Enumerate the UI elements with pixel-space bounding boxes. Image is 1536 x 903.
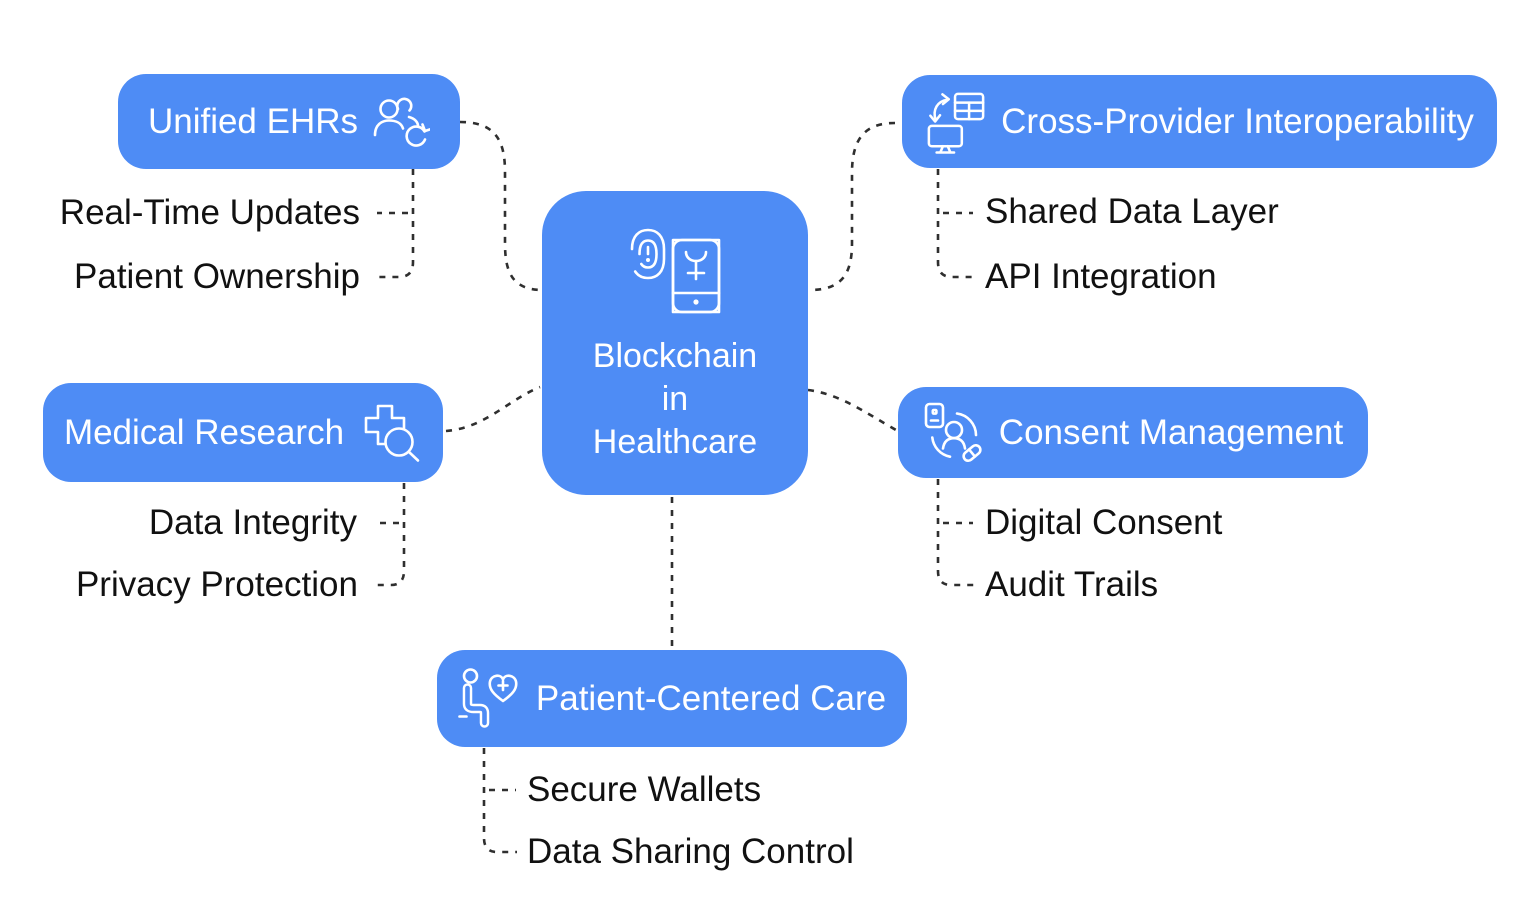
child-label-patient-ownership: Patient Ownership	[74, 257, 360, 296]
node-medical-research: Medical Research	[43, 383, 443, 482]
connector-consent-management-children	[936, 479, 974, 587]
users-sync-icon	[372, 95, 431, 149]
data-exchange-monitor-icon	[925, 90, 987, 154]
connector-consent-management-to-center	[807, 388, 897, 432]
connector-unified-ehrs-children	[376, 169, 415, 279]
connector-cross-provider-to-center	[809, 121, 896, 292]
node-cross-provider-interoperability-label: Cross-Provider Interoperability	[1001, 101, 1474, 141]
child-label-data-integrity: Data Integrity	[148, 503, 357, 542]
child-label-digital-consent: Digital Consent	[985, 503, 1223, 542]
child-label-api-integration: API Integration	[985, 257, 1217, 296]
center-node-label: Blockchain in Healthcare	[592, 337, 758, 461]
node-cross-provider-interoperability: Cross-Provider Interoperability	[902, 75, 1497, 168]
node-unified-ehrs-label: Unified EHRs	[147, 101, 359, 141]
node-medical-research-label: Medical Research	[63, 412, 345, 452]
node-patient-centered-care-label: Patient-Centered Care	[535, 678, 887, 718]
connector-medical-research-to-center	[445, 385, 541, 433]
child-label-shared-data-layer: Shared Data Layer	[985, 192, 1279, 231]
connector-unified-ehrs-to-center	[459, 120, 544, 292]
fingerprint-smartphone-icon	[625, 227, 725, 323]
medical-cross-search-icon	[358, 403, 422, 463]
connector-patient-centered-care-children	[482, 748, 517, 854]
person-document-pill-icon	[923, 402, 985, 464]
connector-cross-provider-children	[936, 169, 974, 279]
node-consent-management-label: Consent Management	[998, 412, 1344, 452]
child-label-privacy-protection: Privacy Protection	[75, 565, 358, 604]
child-label-audit-trails: Audit Trails	[985, 565, 1159, 604]
node-blockchain-in-healthcare: Blockchain in Healthcare	[542, 191, 808, 495]
node-patient-centered-care: Patient-Centered Care	[437, 650, 907, 747]
patient-heart-icon	[458, 667, 522, 730]
child-label-real-time-updates: Real-Time Updates	[59, 193, 360, 232]
child-label-secure-wallets: Secure Wallets	[527, 770, 762, 809]
connector-medical-research-children	[376, 483, 406, 587]
node-unified-ehrs: Unified EHRs	[118, 74, 460, 169]
node-consent-management: Consent Management	[898, 387, 1368, 478]
child-label-data-sharing-control: Data Sharing Control	[527, 832, 854, 871]
